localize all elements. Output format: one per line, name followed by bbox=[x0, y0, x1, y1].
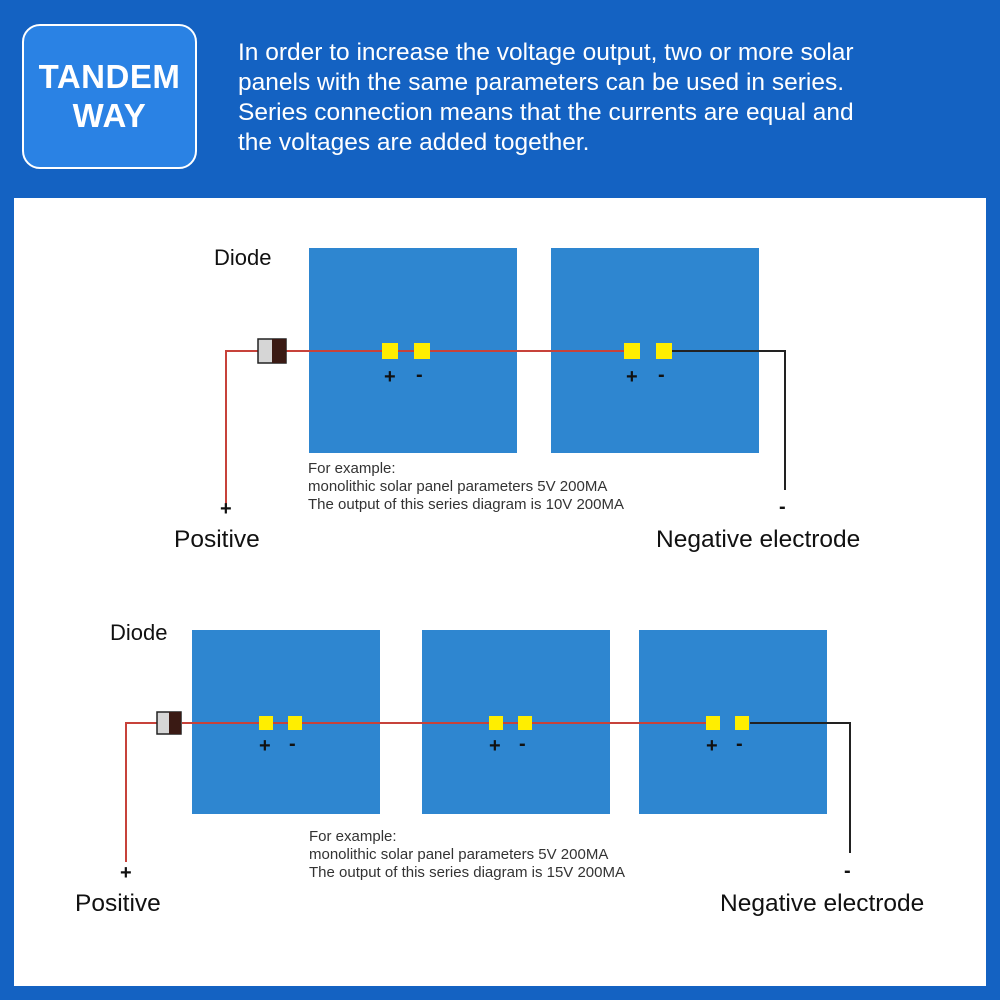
minus-sign-2b: - bbox=[519, 733, 526, 755]
positive-sign-1: + bbox=[220, 498, 232, 520]
diode-1 bbox=[257, 338, 287, 364]
negative-sign-2: - bbox=[844, 860, 851, 882]
positive-wire-2 bbox=[125, 722, 160, 862]
note-1-line-3: The output of this series diagram is 10V… bbox=[308, 496, 624, 513]
diode-label-1: Diode bbox=[214, 245, 272, 270]
intro-text: In order to increase the voltage output,… bbox=[238, 38, 988, 158]
intro-line-1: In order to increase the voltage output,… bbox=[238, 39, 854, 66]
terminal-positive-1a bbox=[382, 343, 398, 359]
intro-line-4: the voltages are added together. bbox=[238, 129, 590, 156]
minus-sign-1a: - bbox=[416, 364, 423, 386]
positive-label-2: Positive bbox=[75, 890, 161, 917]
intro-line-2: panels with the same parameters can be u… bbox=[238, 69, 845, 96]
diode-2 bbox=[156, 711, 182, 735]
minus-sign-1b: - bbox=[658, 364, 665, 386]
terminal-positive-1b bbox=[624, 343, 640, 359]
intro-line-3: Series connection means that the current… bbox=[238, 99, 854, 126]
minus-sign-2c: - bbox=[736, 733, 743, 755]
plus-sign-2a: + bbox=[259, 735, 271, 757]
badge-line-1: TANDEM bbox=[38, 57, 181, 95]
negative-label-2: Negative electrode bbox=[720, 890, 925, 917]
minus-sign-2a: - bbox=[289, 733, 296, 755]
terminal-negative-2a bbox=[288, 716, 302, 730]
plus-sign-2b: + bbox=[489, 735, 501, 757]
terminal-negative-1a bbox=[414, 343, 430, 359]
badge-line-2: WAY bbox=[72, 96, 147, 134]
plus-sign-1b: + bbox=[626, 366, 638, 388]
note-2-line-3: The output of this series diagram is 15V… bbox=[309, 864, 625, 881]
plus-sign-2c: + bbox=[706, 735, 718, 757]
positive-wire-1 bbox=[225, 350, 260, 508]
terminal-negative-2c bbox=[735, 716, 749, 730]
diagram-area: Diode + - + - For example: monolithic so… bbox=[14, 198, 986, 986]
diagram-1 bbox=[225, 248, 786, 508]
note-1-line-2: monolithic solar panel parameters 5V 200… bbox=[308, 478, 608, 495]
note-1-line-1: For example: bbox=[308, 460, 396, 477]
terminal-negative-2b bbox=[518, 716, 532, 730]
negative-sign-1: - bbox=[779, 496, 786, 518]
negative-wire-2 bbox=[750, 722, 851, 853]
example-note-1: For example: monolithic solar panel para… bbox=[308, 460, 624, 514]
wiring-diagrams bbox=[125, 248, 851, 862]
diagram-2 bbox=[125, 630, 851, 862]
negative-wire-1 bbox=[666, 350, 786, 490]
tandem-way-badge: TANDEM WAY bbox=[22, 24, 197, 169]
terminal-positive-2b bbox=[489, 716, 503, 730]
note-2-line-1: For example: bbox=[309, 828, 397, 845]
negative-label-1: Negative electrode bbox=[656, 526, 861, 553]
positive-sign-2: + bbox=[120, 862, 132, 884]
example-note-2: For example: monolithic solar panel para… bbox=[309, 828, 625, 882]
terminal-negative-1b bbox=[656, 343, 672, 359]
terminal-positive-2c bbox=[706, 716, 720, 730]
terminal-positive-2a bbox=[259, 716, 273, 730]
positive-label-1: Positive bbox=[174, 526, 260, 553]
diode-label-2: Diode bbox=[110, 620, 168, 645]
plus-sign-1a: + bbox=[384, 366, 396, 388]
note-2-line-2: monolithic solar panel parameters 5V 200… bbox=[309, 846, 609, 863]
